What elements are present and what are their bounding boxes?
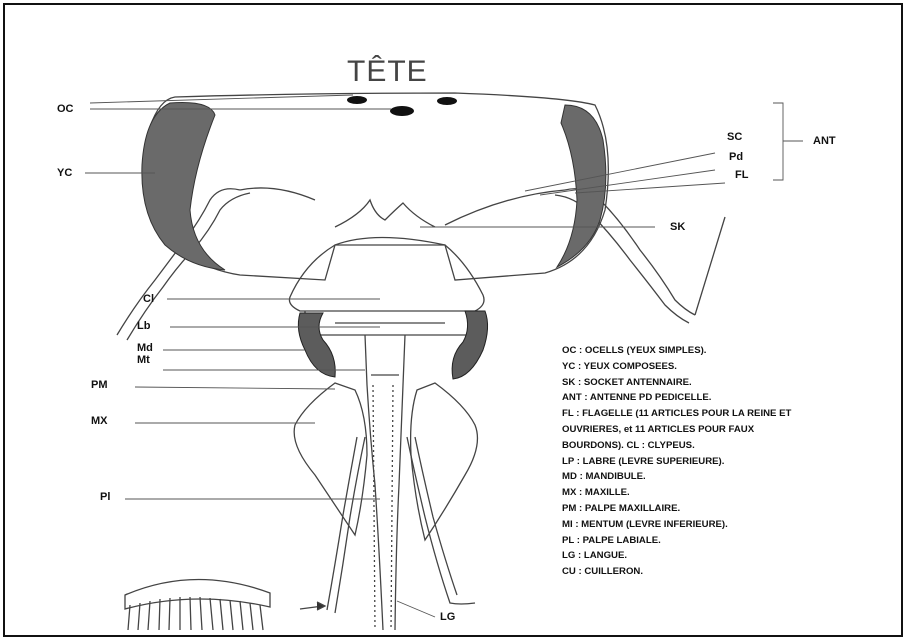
legend-line: SK : SOCKET ANTENNAIRE. xyxy=(562,375,892,391)
label-fl: FL xyxy=(735,169,748,181)
legend-line: YC : YEUX COMPOSEES. xyxy=(562,359,892,375)
label-sk: SK xyxy=(670,221,685,233)
ocellus-left xyxy=(347,96,367,104)
label-lg: LG xyxy=(440,611,455,623)
legend-line: ANT : ANTENNE PD PEDICELLE. xyxy=(562,390,892,406)
legend-line: OC : OCELLS (YEUX SIMPLES). xyxy=(562,343,892,359)
legend-line: MX : MAXILLE. xyxy=(562,485,892,501)
leader-pm xyxy=(135,387,335,389)
ant-bracket xyxy=(773,103,803,180)
cuilleron-comb xyxy=(125,579,270,609)
right-mandible xyxy=(452,311,487,379)
head-capsule xyxy=(144,93,608,280)
label-mt: Mt xyxy=(137,354,150,366)
label-ant: ANT xyxy=(813,135,836,147)
leader-lg xyxy=(397,601,435,617)
label-oc: OC xyxy=(57,103,74,115)
right-compound-eye xyxy=(557,105,606,267)
legend-line: LG : LANGUE. xyxy=(562,548,892,564)
label-sc: SC xyxy=(727,131,742,143)
legend-line: FL : FLAGELLE (11 ARTICLES POUR LA REINE… xyxy=(562,406,892,422)
legend: OC : OCELLS (YEUX SIMPLES). YC : YEUX CO… xyxy=(562,343,892,580)
label-yc: YC xyxy=(57,167,72,179)
diagram-frame: TÊTE OC YC SC Pd FL ANT SK Cl Lb Md Mt P… xyxy=(3,3,903,637)
right-labial-palp xyxy=(407,437,475,604)
left-labial-palp xyxy=(327,437,365,613)
diagram-title: TÊTE xyxy=(347,55,428,89)
ocellus-center xyxy=(390,106,414,116)
label-cl: Cl xyxy=(143,293,154,305)
label-md: Md xyxy=(137,342,153,354)
legend-line: OUVRIERES, et 11 ARTICLES POUR FAUX xyxy=(562,422,892,438)
legend-line: CU : CUILLERON. xyxy=(562,564,892,580)
left-maxilla xyxy=(294,383,367,535)
left-compound-eye xyxy=(142,103,225,271)
legend-line: LP : LABRE (LEVRE SUPERIEURE). xyxy=(562,454,892,470)
label-lb: Lb xyxy=(137,320,150,332)
legend-line: BOURDONS). CL : CLYPEUS. xyxy=(562,438,892,454)
legend-line: MD : MANDIBULE. xyxy=(562,469,892,485)
legend-line: PL : PALPE LABIALE. xyxy=(562,533,892,549)
label-mx: MX xyxy=(91,415,108,427)
ocellus-right xyxy=(437,97,457,105)
left-mandible xyxy=(298,313,335,377)
legend-line: MI : MENTUM (LEVRE INFERIEURE). xyxy=(562,517,892,533)
label-pm: PM xyxy=(91,379,108,391)
label-pd: Pd xyxy=(729,151,743,163)
label-pl: Pl xyxy=(100,491,110,503)
legend-line: PM : PALPE MAXILLAIRE. xyxy=(562,501,892,517)
